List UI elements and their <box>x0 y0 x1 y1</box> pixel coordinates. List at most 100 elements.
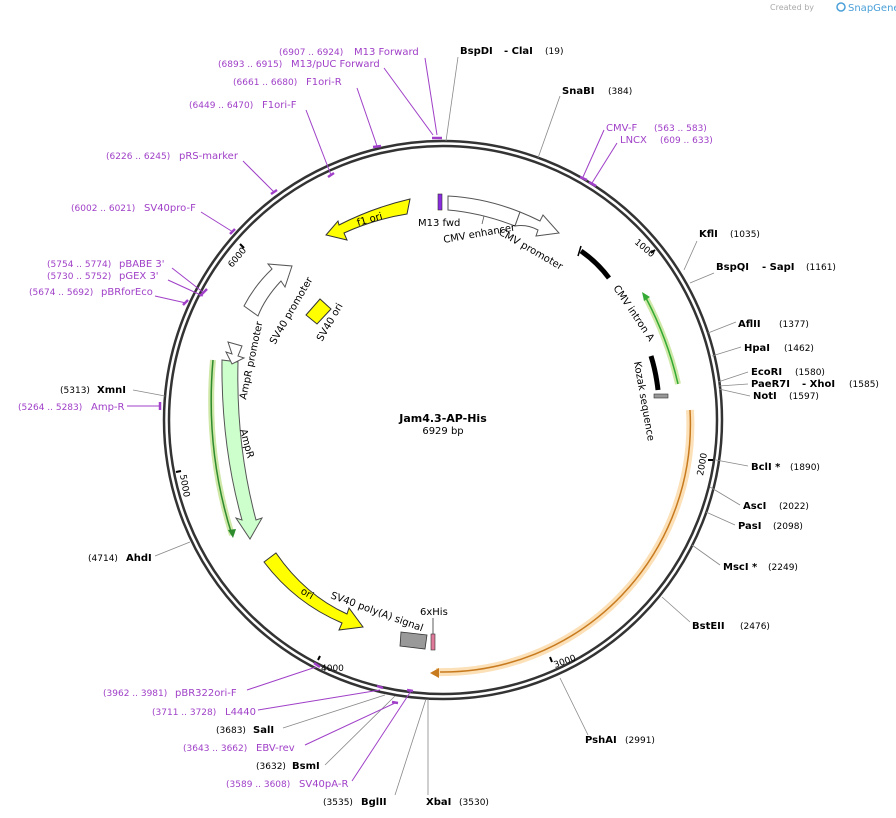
enzyme-pos-hpai: (1462) <box>784 344 814 354</box>
enzyme-pos-kfli: (1035) <box>730 230 760 240</box>
orange-orf-head <box>430 668 439 678</box>
tick-5000: 5000 <box>177 474 191 499</box>
enzyme-pos-paer7i: (1585) <box>849 380 879 390</box>
enzyme-pshai: PshAI <box>585 735 617 746</box>
enzyme-kfli: KflI <box>699 229 718 240</box>
primer-pos-pbabe-3: (5754 .. 5774) <box>47 260 111 270</box>
primer-m13-puc-forward: M13/pUC Forward <box>291 59 380 70</box>
feature-arc-f1-ori <box>325 198 411 241</box>
feature-arc-kozak-black <box>648 355 661 391</box>
feature-arc-orange-orf <box>435 409 695 677</box>
enzyme-sapi: - SapI <box>762 262 794 273</box>
green-arrow-head <box>642 292 650 301</box>
primer-l4440: L4440 <box>225 707 256 718</box>
primer-pos-cmv-f: (563 .. 583) <box>654 124 707 134</box>
feature-arc-ampr-promoter <box>225 341 246 365</box>
enzyme-bcli: BclI * <box>751 462 781 473</box>
enzyme-xmni: XmnI <box>97 385 126 396</box>
primer-pos-prs-marker: (6226 .. 6245) <box>106 152 170 162</box>
ampr-edge-line <box>210 359 233 536</box>
cmv-enhancer-leader <box>481 215 485 225</box>
primer-sv40pa-r: SV40pA-R <box>299 779 348 790</box>
primer-m13-forward: M13 Forward <box>354 47 419 58</box>
primer-amp-r: Amp-R <box>91 402 125 413</box>
primer-ebv-rev: EBV-rev <box>256 743 295 754</box>
feature-arc-green-arrow <box>643 296 681 385</box>
enzyme-pos-ecori: (1580) <box>795 368 825 378</box>
primer-prs-marker: pRS-marker <box>179 151 239 162</box>
enzyme-pos-bcli: (1890) <box>790 463 820 473</box>
enzyme-pos-asci: (2022) <box>779 502 809 512</box>
backbone <box>162 139 724 701</box>
feature-label-ampr-promoter: AmpR promoter <box>238 320 265 401</box>
green-arrow-line <box>645 297 679 385</box>
enzyme-pos-bspdi: (19) <box>545 47 563 57</box>
feature-arc-cmv-intron-a <box>579 248 611 280</box>
feature-label-f1-ori: f1 ori <box>356 211 384 229</box>
primer-pbabe-3: pBABE 3' <box>119 259 165 270</box>
enzyme-pasi: PasI <box>738 521 761 532</box>
plasmid-length: 6929 bp <box>422 426 463 437</box>
primer-pbrforeco: pBRforEco <box>101 287 153 298</box>
feature-arc-sv40-polya <box>399 631 428 650</box>
feature-arc-ampr <box>221 359 264 540</box>
primer-pos-amp-r: (5264 .. 5283) <box>18 403 82 413</box>
feature-label-6xhis: 6xHis <box>420 607 448 618</box>
primer-pgex-3: pGEX 3' <box>119 271 159 282</box>
enzyme-aflii: AflII <box>738 319 761 330</box>
enzyme-noti: NotI <box>753 391 777 402</box>
enzyme-pos-snabi: (384) <box>608 87 632 97</box>
feature-arc-cmv-promoter <box>514 211 561 237</box>
enzyme-paer7i: PaeR7I <box>751 379 790 390</box>
primer-pos-l4440: (3711 .. 3728) <box>152 708 216 718</box>
primer-cmv-f: CMV-F <box>606 123 637 134</box>
enzyme-pos-xbai: (3530) <box>459 798 489 808</box>
enzyme-pos-xmni: (5313) <box>60 386 90 396</box>
enzyme-pos-ahdi: (4714) <box>88 554 118 564</box>
feature-label-m13-fwd: M13 fwd <box>418 218 460 229</box>
feature-arc-m13-fwd <box>437 193 443 211</box>
ampr-edge-head <box>228 529 236 538</box>
primer-pos-f1ori-f: (6449 .. 6470) <box>189 101 253 111</box>
tick-mark-1000 <box>650 249 656 254</box>
enzyme-pos-noti: (1597) <box>789 392 819 402</box>
enzyme-clai: - ClaI <box>504 46 533 57</box>
tick-mark-5000 <box>175 470 182 473</box>
feature-arc-6xhis <box>430 633 436 651</box>
enzyme-ahdi: AhdI <box>126 553 152 564</box>
primer-pos-f1ori-r: (6661 .. 6680) <box>233 78 297 88</box>
enzyme-pos-pshai: (2991) <box>625 736 655 746</box>
tick-4000: 4000 <box>321 664 344 674</box>
enzyme-ecori: EcoRI <box>751 367 782 378</box>
enzyme-pos-msci: (2249) <box>768 563 798 573</box>
snapgene-logo: SnapGene <box>836 2 896 14</box>
credit-brand: SnapGene <box>848 3 896 14</box>
enzyme-bsteii: BstEII <box>692 621 725 632</box>
tick-1000: 1000 <box>632 238 656 261</box>
enzyme-pos-sali: (3683) <box>216 726 246 736</box>
enzyme-pos-bsmi: (3632) <box>256 762 286 772</box>
enzyme-xhoi: - XhoI <box>802 379 835 390</box>
enzyme-pos-pasi: (2098) <box>773 522 803 532</box>
enzyme-sali: SalI <box>253 725 274 736</box>
primer-leaders <box>127 57 618 782</box>
orange-orf-line <box>439 409 692 673</box>
enzyme-bspdi: BspDI <box>460 46 493 57</box>
primer-pos-pbrforeco: (5674 .. 5692) <box>29 288 93 298</box>
feature-label-kozak-sequence: Kozak sequence <box>631 361 656 442</box>
enzyme-asci: AscI <box>743 501 766 512</box>
feature-arc-sv40-promoter <box>243 263 293 317</box>
plasmid-name: Jam4.3-AP-His <box>398 412 487 425</box>
primer-pos-sv40pro-f: (6002 .. 6021) <box>71 204 135 214</box>
feature-label-cmv-intron-a: CMV intron A <box>611 284 657 344</box>
tick-mark-3000 <box>549 656 553 663</box>
credit-prefix: Created by <box>770 3 814 12</box>
primer-pos-m13-puc-forward: (6893 .. 6915) <box>218 60 282 70</box>
feature-arc-ori <box>263 552 364 631</box>
tick-mark-6000 <box>239 243 245 249</box>
primer-pos-pbr322ori-f: (3962 .. 3981) <box>103 689 167 699</box>
enzyme-leaders <box>132 56 751 796</box>
feature-kozak-marker <box>653 393 669 399</box>
feature-arc-sv40-ori <box>305 298 332 325</box>
